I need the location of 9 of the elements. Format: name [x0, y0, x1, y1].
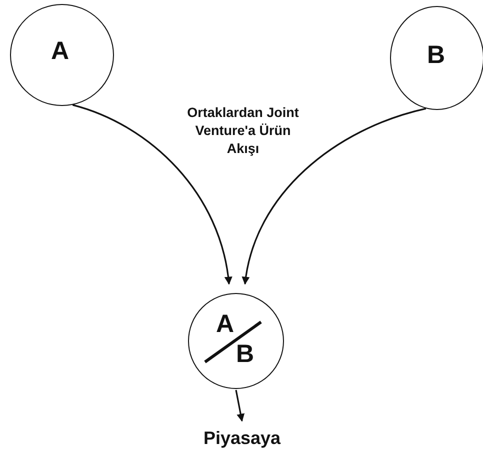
partner-label: B [236, 342, 254, 367]
arrow [72, 104, 232, 285]
arrow [235, 390, 245, 422]
flow-note: Ortaklardan Joint Venture'a Ürün Akışı [186, 104, 300, 158]
market-label: Piyasaya [180, 429, 304, 449]
partner-label: A [216, 312, 234, 337]
arrow [242, 108, 426, 285]
partner-label: B [427, 43, 446, 68]
partner-label: A [51, 39, 70, 64]
